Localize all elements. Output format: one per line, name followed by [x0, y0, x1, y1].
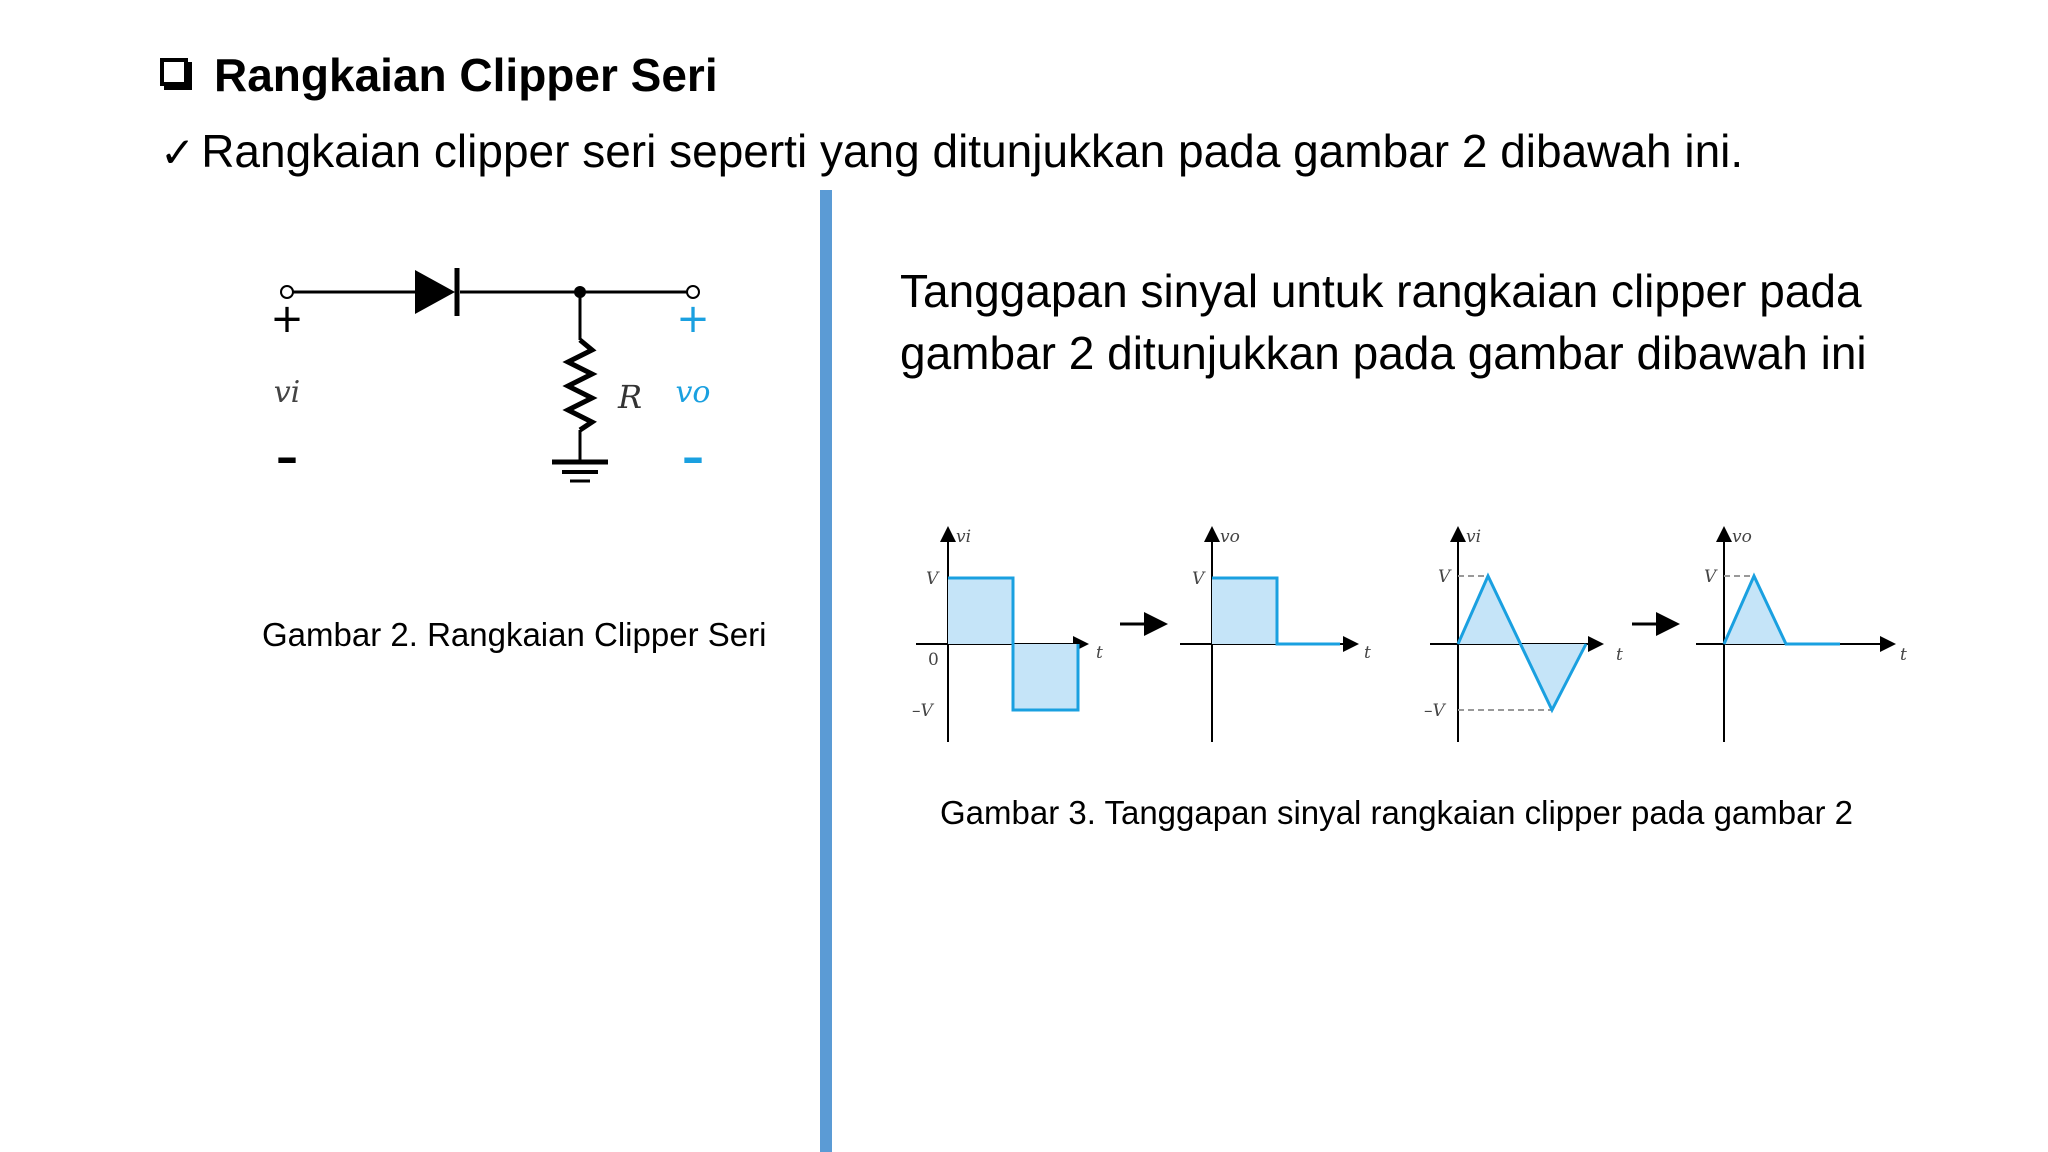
svg-text:V: V [926, 569, 940, 589]
slide-title-row: Rangkaian Clipper Seri [160, 48, 718, 102]
svg-text:V: V [1192, 569, 1206, 589]
vertical-divider [820, 190, 832, 1152]
panel-output-triangle: vo V t [1696, 526, 1907, 742]
checkmark-icon: ✓ [160, 128, 196, 177]
svg-text:vo: vo [1732, 527, 1752, 547]
svg-text:0: 0 [928, 650, 939, 670]
series-clipper-circuit: + vi – R + vo – [270, 268, 711, 483]
input-voltage-label: vi [274, 375, 301, 410]
figure3-caption: Gambar 3. Tanggapan sinyal rangkaian cli… [940, 794, 1853, 831]
svg-text:–V: –V [912, 701, 935, 721]
svg-text:t: t [1616, 645, 1623, 665]
description-text: Tanggapan sinyal untuk rangkaian clipper… [900, 265, 1867, 379]
slide-title: Rangkaian Clipper Seri [214, 49, 718, 101]
bullet-text: Rangkaian clipper seri seperti yang ditu… [201, 125, 1744, 177]
waveform-responses: vi V 0 –V t vo V t vi V –V t [912, 526, 1907, 742]
input-minus: – [276, 432, 298, 483]
svg-text:V: V [1438, 567, 1452, 587]
svg-text:vi: vi [1466, 527, 1481, 547]
svg-text:t: t [1364, 643, 1371, 663]
output-plus: + [676, 296, 710, 342]
figure2-caption: Gambar 2. Rangkaian Clipper Seri [262, 616, 767, 653]
panel-input-square: vi V 0 –V t [912, 526, 1103, 742]
svg-text:–V: –V [1424, 701, 1447, 721]
panel-output-square: vo V t [1180, 526, 1371, 742]
svg-text:vi: vi [956, 527, 971, 547]
svg-text:vo: vo [1220, 527, 1240, 547]
svg-text:V: V [1704, 567, 1718, 587]
svg-text:t: t [1096, 643, 1103, 663]
diode-symbol [415, 270, 455, 314]
panel-input-triangle: vi V –V t [1424, 526, 1623, 742]
bullet-row: ✓ Rangkaian clipper seri seperti yang di… [160, 124, 1743, 178]
ground-icon [552, 459, 608, 483]
resistor-label: R [617, 378, 642, 416]
output-minus: – [682, 432, 704, 483]
checkbox-bullet-icon [160, 58, 188, 86]
input-plus: + [270, 296, 304, 342]
svg-text:t: t [1900, 645, 1907, 665]
output-voltage-label: vo [675, 375, 710, 410]
resistor-symbol [562, 292, 598, 462]
